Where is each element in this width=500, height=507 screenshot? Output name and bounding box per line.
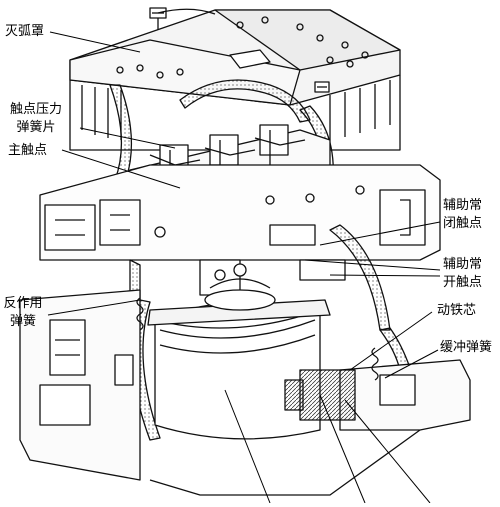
label-aux-no-line2: 开触点 — [443, 275, 483, 290]
arc-chute-shape — [69, 7, 401, 151]
coil-shape — [147, 263, 331, 440]
aux-no-contact-shape — [299, 259, 346, 281]
label-aux-no-line1: 辅助常 — [443, 257, 483, 272]
label-arc-chute: 灭弧罩 — [5, 24, 45, 39]
label-main-contact: 主触点 — [8, 143, 48, 158]
aux-nc-contact-shape — [269, 224, 316, 246]
reaction-spring-shape — [136, 297, 144, 331]
label-aux-nc-line2: 闭触点 — [443, 216, 483, 231]
label-buffer-spring: 缓冲弹簧 — [440, 340, 493, 355]
lower-housing — [19, 289, 471, 496]
label-reaction-spring-line1: 反作用 — [3, 296, 43, 311]
leader-lines — [47, 31, 441, 504]
label-contact-spring-line2: 弹簧片 — [16, 120, 56, 135]
label-contact-spring-line1: 触点压力 — [9, 102, 62, 117]
label-aux-nc-line1: 辅助常 — [443, 198, 483, 213]
label-moving-core: 动铁芯 — [437, 303, 477, 318]
label-reaction-spring-line2: 弹簧 — [9, 314, 36, 329]
